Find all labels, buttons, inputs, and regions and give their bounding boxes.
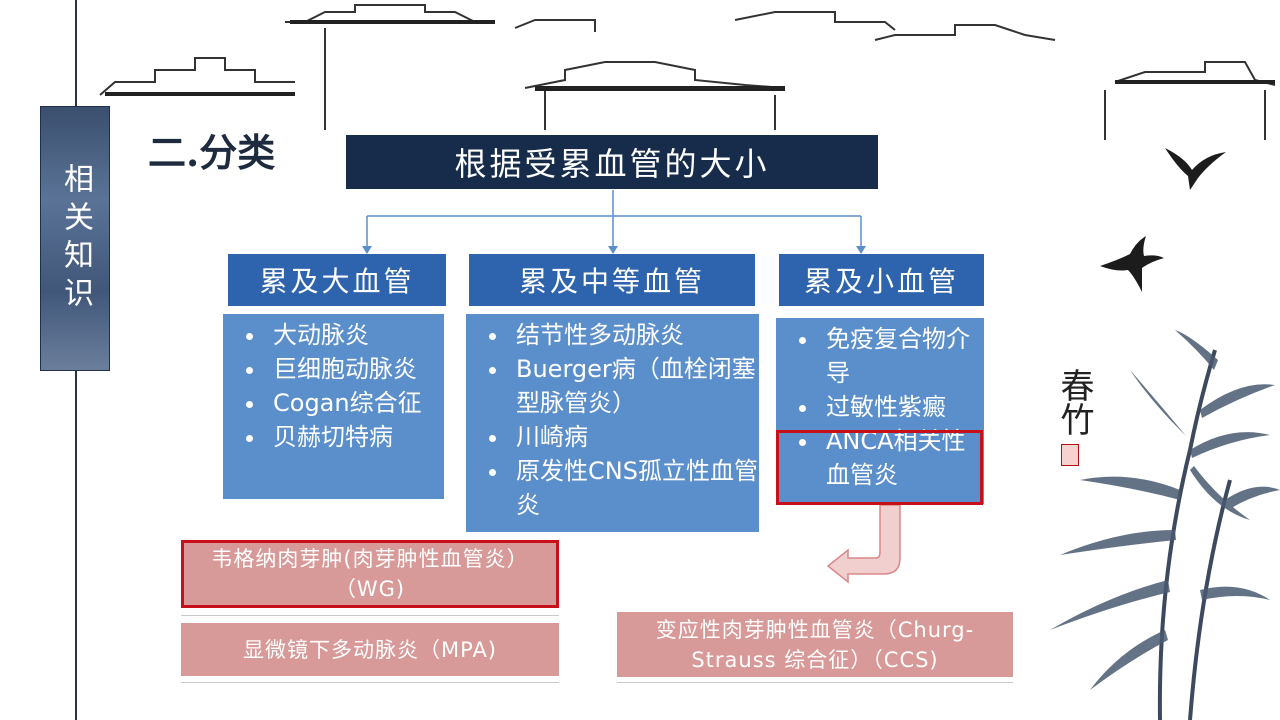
category-large-vessel: 累及大血管 <box>228 254 446 306</box>
list-item: Cogan综合征 <box>267 386 444 420</box>
category-label: 累及小血管 <box>803 265 959 298</box>
list-item: 巨细胞动脉炎 <box>267 352 444 386</box>
list-item: 川崎病 <box>510 420 759 454</box>
wg-underline <box>181 615 559 616</box>
category-label: 累及中等血管 <box>518 265 705 298</box>
wg-label: 韦格纳肉芽肿(肉芽肿性血管炎）（WG) <box>211 547 529 601</box>
main-title: 根据受累血管的大小 <box>454 145 770 183</box>
mpa-underline <box>181 682 559 683</box>
mpa-box: 显微镜下多动脉炎（MPA) <box>181 623 559 676</box>
anca-highlight-frame <box>776 430 983 505</box>
mpa-label: 显微镜下多动脉炎（MPA) <box>243 637 497 662</box>
ccs-label: 变应性肉芽肿性血管炎（Churg-Strauss 综合征）（CCS) <box>655 617 975 672</box>
swallow-bird-icon <box>1100 236 1164 292</box>
list-item: 过敏性紫癜 <box>820 390 984 424</box>
ccs-underline <box>617 682 1013 683</box>
ccs-box: 变应性肉芽肿性血管炎（Churg-Strauss 综合征）（CCS) <box>617 612 1013 677</box>
bamboo-illustration <box>1050 330 1280 720</box>
list-item: Buerger病（血栓闭塞型脉管炎） <box>510 352 759 420</box>
red-seal-stamp <box>1061 444 1079 466</box>
sidebar-tab: 相关知识 <box>40 106 110 371</box>
small-vessel-list: 免疫复合物介导 过敏性紫癜 ANCA相关性血管炎 <box>776 318 984 504</box>
sidebar-label: 相关知识 <box>58 162 93 315</box>
calligraphy-seal-text: 春竹 <box>1054 368 1094 436</box>
list-item: 原发性CNS孤立性血管炎 <box>510 454 759 522</box>
list-item: 贝赫切特病 <box>267 420 444 454</box>
category-medium-vessel: 累及中等血管 <box>469 254 755 306</box>
main-title-box: 根据受累血管的大小 <box>346 135 878 189</box>
medium-vessel-list: 结节性多动脉炎 Buerger病（血栓闭塞型脉管炎） 川崎病 原发性CNS孤立性… <box>466 314 759 532</box>
list-item: 结节性多动脉炎 <box>510 318 759 352</box>
swallow-bird-icon <box>1165 148 1226 190</box>
rooftop-decoration <box>99 4 1276 140</box>
category-label: 累及大血管 <box>259 265 415 298</box>
list-item: 大动脉炎 <box>267 318 444 352</box>
section-title: 二.分类 <box>148 130 276 175</box>
large-vessel-list: 大动脉炎 巨细胞动脉炎 Cogan综合征 贝赫切特病 <box>223 314 444 499</box>
wg-box: 韦格纳肉芽肿(肉芽肿性血管炎）（WG) <box>181 540 559 608</box>
list-item: 免疫复合物介导 <box>820 322 984 390</box>
category-small-vessel: 累及小血管 <box>779 254 984 306</box>
